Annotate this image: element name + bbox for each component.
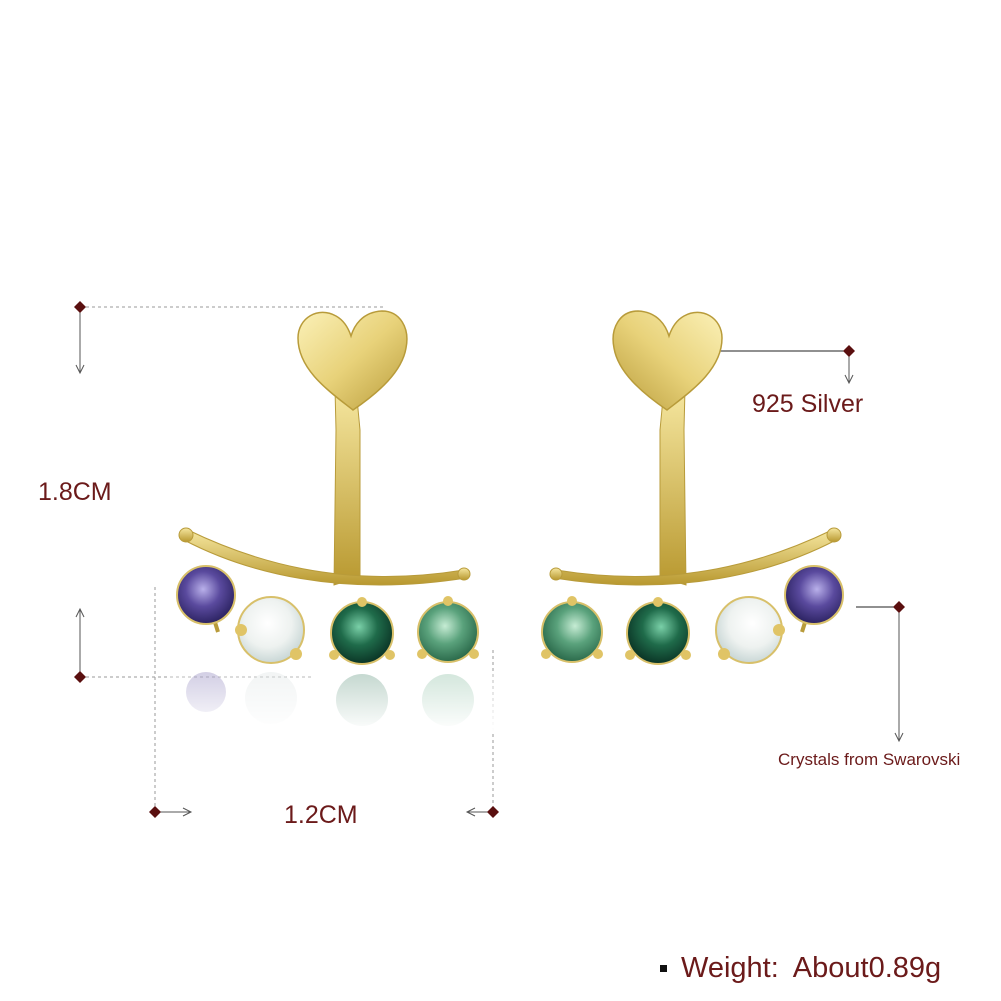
heart-stud-left: [297, 310, 408, 411]
crystal-emerald-right: [625, 597, 691, 665]
weight-spec: Weight: About0.89g: [660, 950, 941, 986]
crystal-opal-left: [235, 596, 305, 664]
height-dimension-label: 1.8CM: [38, 478, 112, 506]
dimension-guides: [74, 301, 499, 818]
crystal-opal-right: [715, 596, 785, 664]
crystals-callout: Crystals from Swarovski: [778, 750, 961, 769]
crystal-mint-right: [541, 596, 603, 663]
crystal-mint-left: [417, 596, 479, 663]
dimension-marker: [74, 301, 499, 818]
weight-value: About0.89g: [792, 951, 942, 984]
crystal-purple-left: [176, 565, 236, 633]
crystal-emerald-left: [329, 597, 395, 665]
heart-stud-right: [612, 310, 723, 411]
bullet-icon: [660, 964, 667, 972]
weight-label: Weight:: [681, 951, 779, 984]
callout-lines: [693, 345, 905, 743]
crystal-purple-right: [784, 565, 844, 633]
earring-right: [541, 310, 844, 665]
width-dimension-label: 1.2CM: [284, 801, 358, 829]
material-callout: 925 Silver: [752, 390, 864, 418]
earring-left: [170, 310, 500, 732]
